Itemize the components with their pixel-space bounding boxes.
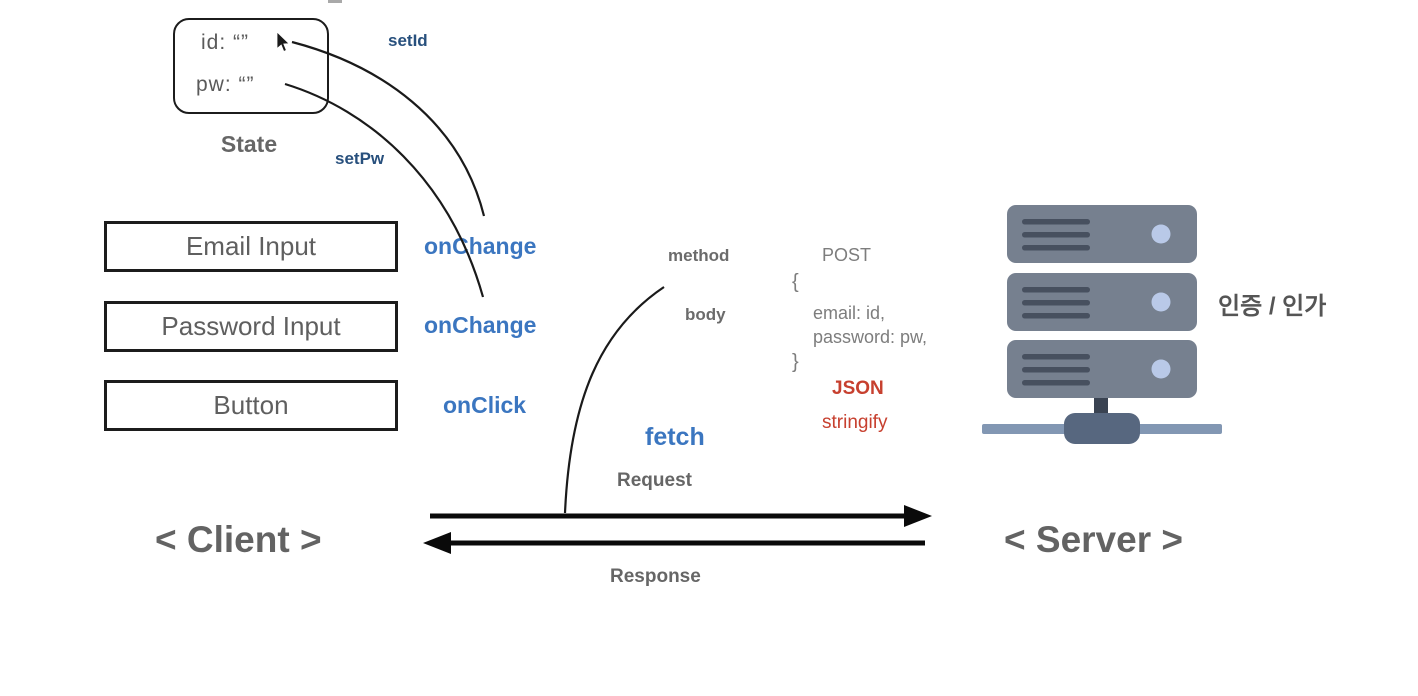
button-box-label: Button [213,390,289,420]
server-unit [1007,340,1197,398]
fetch-label: fetch [645,423,705,451]
email-input-box: Email Input [104,221,398,272]
request-label: Request [617,470,692,491]
button-box: Button [104,380,398,431]
state-label: State [220,131,278,157]
password-input-box-label: Password Input [161,311,341,341]
network-bar [982,424,1222,434]
server-title: < Server > [1004,519,1183,560]
email-input-box-label: Email Input [185,231,317,261]
response-arrow [423,532,925,554]
server-unit [1007,205,1197,263]
body-key: body [685,305,726,324]
on-change-email-label: onChange [424,233,537,259]
body-brace-open: { [792,271,799,293]
method-key: method [668,246,730,265]
body-brace-close: } [792,351,799,373]
method-value: POST [822,245,872,265]
client-title: < Client > [155,519,322,560]
state-box [173,18,329,114]
request-arrow [430,505,932,527]
server-stem [1094,393,1108,427]
state-pw-line: pw: “” [196,73,255,96]
server-unit [1007,273,1197,331]
set-pw-label: setPw [335,149,385,168]
on-click-label: onClick [443,392,527,418]
set-id-label: setId [388,31,428,50]
stringify-label: stringify [822,412,888,433]
network-hub [1064,413,1140,444]
password-input-box: Password Input [104,301,398,352]
server-icon [982,205,1222,444]
state-id-line: id: “” [201,31,249,54]
body-email-line: email: id, [813,303,886,323]
server-caption: 인증 / 인가 [1218,293,1327,320]
body-password-line: password: pw, [813,327,928,347]
response-label: Response [610,566,701,587]
on-change-password-label: onChange [424,312,537,338]
json-label: JSON [832,378,884,399]
screen-edge-artifact [328,0,342,3]
